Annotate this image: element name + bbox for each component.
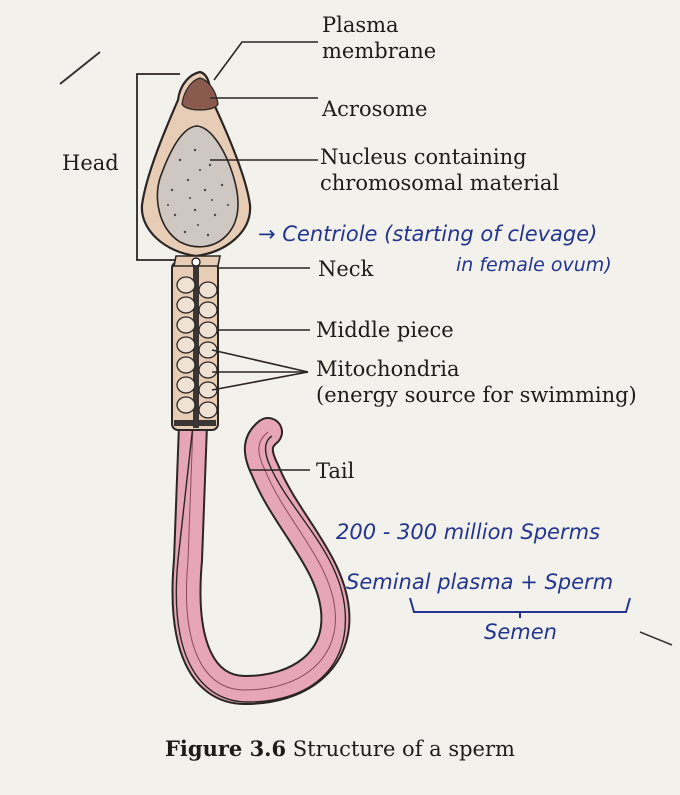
figure-title: Structure of a sperm: [292, 737, 515, 761]
middle-piece: [171, 261, 219, 431]
mitochondria-line-2: (energy source for swimming): [316, 383, 637, 407]
figure-caption: Figure 3.6 Structure of a sperm: [165, 736, 515, 761]
nucleus-line-1: Nucleus containing: [320, 145, 527, 169]
plasma-membrane-line-2: membrane: [322, 39, 437, 63]
figure-number: Figure 3.6: [165, 736, 287, 761]
tail-outer-line: [175, 424, 347, 703]
centriole: [191, 257, 201, 267]
acrosome-label: Acrosome: [322, 97, 428, 121]
mitochondria-spiral: [176, 276, 218, 419]
sperm-count-note: 200 - 300 million Sperms: [336, 520, 601, 544]
mitochondria-leader-3: [211, 371, 309, 391]
tail-label: Tail: [316, 459, 355, 483]
mitochondria-label: Mitochondria (energy source for swimming…: [316, 356, 637, 408]
plasma-membrane-leader: [213, 41, 318, 81]
nucleus-label: Nucleus containing chromosomal material: [320, 144, 559, 196]
mitochondria-line-1: Mitochondria: [316, 357, 460, 381]
semen-underbrace: [409, 597, 631, 618]
centriole-note-line-2: in female ovum): [456, 254, 612, 276]
sperm-head: [140, 70, 252, 267]
head-bracket: [136, 73, 180, 261]
tail-fill: [173, 412, 349, 704]
centriole-note-line-1: → Centriole (starting of clevage): [258, 222, 598, 246]
leader-lines: [210, 41, 318, 471]
head-label: Head: [62, 151, 119, 175]
acrosome-cap: [181, 77, 219, 111]
mitochondria-leader-1: [211, 349, 309, 373]
axial-filament: [193, 262, 199, 428]
annulus: [174, 420, 216, 426]
nucleus-line-2: chromosomal material: [320, 171, 560, 195]
chromatin-texture: [167, 148, 229, 237]
semen-note: Semen: [484, 620, 557, 644]
plasma-membrane-label: Plasma membrane: [322, 12, 436, 64]
pen-mark-right: [639, 631, 673, 646]
middle-piece-label: Middle piece: [316, 318, 454, 342]
nucleus: [156, 125, 239, 248]
pen-mark: [59, 51, 101, 85]
neck-label: Neck: [318, 257, 374, 281]
plasma-membrane-line-1: Plasma: [322, 13, 399, 37]
seminal-plasma-note: Seminal plasma + Sperm: [346, 570, 614, 594]
